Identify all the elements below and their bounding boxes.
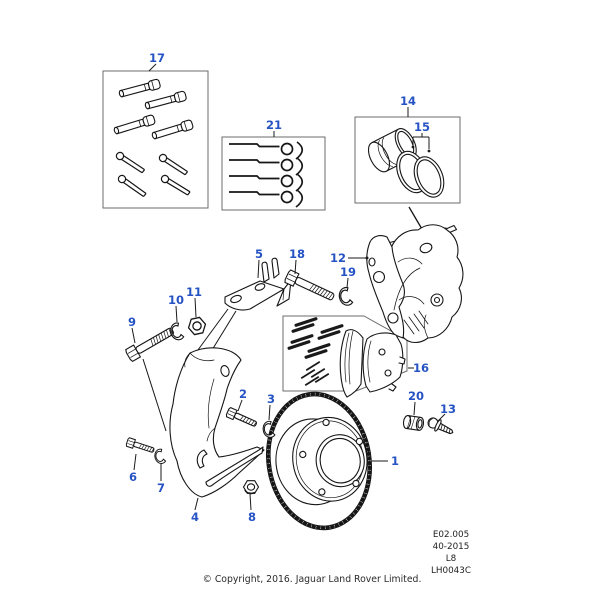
spring-washer xyxy=(168,321,185,342)
caliper-mounting-hole xyxy=(372,270,386,284)
wheel-stud-hole xyxy=(318,488,326,496)
callout-7: 7 xyxy=(157,464,165,495)
callout-number-21: 21 xyxy=(266,118,282,132)
callout-13: 13 xyxy=(437,402,456,422)
caliper-bolt xyxy=(283,269,337,305)
callout-number-12: 12 xyxy=(330,251,346,265)
disc-vent-ticks xyxy=(266,392,372,530)
callout-3: 3 xyxy=(267,392,275,421)
caliper-mounting-flange xyxy=(366,235,405,339)
drawing-id: LH0043C xyxy=(431,566,471,576)
caliper-mounting-hole xyxy=(387,312,399,324)
brake-disc xyxy=(265,391,373,531)
callout-20: 20 xyxy=(408,389,424,416)
callout-number-4: 4 xyxy=(191,510,199,524)
shield-bolt xyxy=(225,406,259,430)
wheel-stud-hole xyxy=(299,450,307,459)
callout-number-3: 3 xyxy=(267,392,275,406)
callout-leader-13 xyxy=(437,413,446,422)
drawing-page-code: L8 xyxy=(446,554,457,564)
callout-2: 2 xyxy=(237,387,247,412)
callout-leader-6 xyxy=(133,453,137,471)
disc-retaining-screw xyxy=(427,417,454,435)
hex-nut xyxy=(186,315,208,337)
callout-8: 8 xyxy=(248,493,256,524)
callout-17: 17 xyxy=(148,51,165,72)
caliper-bolt-washer xyxy=(337,286,354,308)
callout-leader-8 xyxy=(249,493,252,511)
guide-pin-kit-box xyxy=(102,70,209,209)
callout-1: 1 xyxy=(372,454,399,468)
callout-number-10: 10 xyxy=(168,293,184,307)
callout-number-20: 20 xyxy=(408,389,424,403)
wheel-stud-hole xyxy=(322,418,330,427)
shield-lower-washer xyxy=(153,448,167,466)
callout-leader-9 xyxy=(131,327,136,344)
callout-number-1: 1 xyxy=(391,454,399,468)
callout-leader-5 xyxy=(257,259,260,279)
callout-number-16: 16 xyxy=(413,361,429,375)
drawing-info-block: E02.005 40-2015 L8 LH0043C xyxy=(431,530,471,576)
callout-number-5: 5 xyxy=(255,247,263,261)
callout-21: 21 xyxy=(266,118,282,137)
callout-number-7: 7 xyxy=(157,481,165,495)
callout-15-bracket xyxy=(411,136,431,153)
brake-pads xyxy=(339,329,406,398)
callout-number-2: 2 xyxy=(239,387,247,401)
brake-splash-shield xyxy=(169,347,265,498)
callout-leader-2 xyxy=(237,399,243,412)
drawing-date-code: 40-2015 xyxy=(433,542,470,552)
callout-11: 11 xyxy=(186,285,202,318)
callout-10: 10 xyxy=(168,293,184,323)
callout-number-9: 9 xyxy=(128,315,136,329)
drawing-figure-number: E02.005 xyxy=(433,530,469,540)
callout-6: 6 xyxy=(129,453,137,484)
disc-center-bore xyxy=(315,434,365,488)
dust-seal xyxy=(413,156,445,198)
callout-19: 19 xyxy=(340,265,356,289)
callout-dot-12 xyxy=(365,256,369,260)
callout-leader-19 xyxy=(346,277,349,289)
callout-leader-20 xyxy=(413,401,416,416)
callout-16: 16 xyxy=(408,361,429,375)
callout-number-15: 15 xyxy=(414,120,430,134)
callout-9: 9 xyxy=(128,315,136,344)
callout-leader-10 xyxy=(175,305,178,323)
callout-14: 14 xyxy=(400,94,416,117)
callout-leader-3 xyxy=(268,404,271,421)
hose-support-bracket xyxy=(224,257,292,311)
callout-number-8: 8 xyxy=(248,510,256,524)
wheel-stud-hole xyxy=(355,437,364,446)
spring-clip-kit-box xyxy=(221,136,326,211)
dust-cap xyxy=(402,415,425,431)
brake-caliper xyxy=(366,224,464,344)
callout-number-19: 19 xyxy=(340,265,356,279)
wheel-stud-hole xyxy=(352,479,360,488)
callout-number-17: 17 xyxy=(149,51,165,65)
callout-leader-17 xyxy=(148,63,157,72)
callout-4: 4 xyxy=(191,497,199,524)
shield-nut-shading xyxy=(244,489,256,495)
pad-retaining-pins xyxy=(287,317,344,387)
callout-number-14: 14 xyxy=(400,94,416,108)
callout-number-11: 11 xyxy=(186,285,202,299)
callout-leader-11 xyxy=(194,297,197,318)
callout-number-6: 6 xyxy=(129,470,137,484)
callout-number-13: 13 xyxy=(440,402,456,416)
callout-12: 12 xyxy=(330,251,369,265)
callout-leader-18 xyxy=(294,259,297,275)
callout-5: 5 xyxy=(255,247,263,279)
callout-18: 18 xyxy=(289,247,305,275)
callout-15: 15 xyxy=(414,120,430,137)
shield-bolt-lower xyxy=(125,437,156,456)
callout-leader-4 xyxy=(194,497,199,511)
brake-pad-kit-contents xyxy=(287,317,406,398)
copyright-notice: © Copyright, 2016. Jaguar Land Rover Lim… xyxy=(203,574,422,585)
piston-and-seals xyxy=(367,128,445,198)
callout-number-18: 18 xyxy=(289,247,305,261)
